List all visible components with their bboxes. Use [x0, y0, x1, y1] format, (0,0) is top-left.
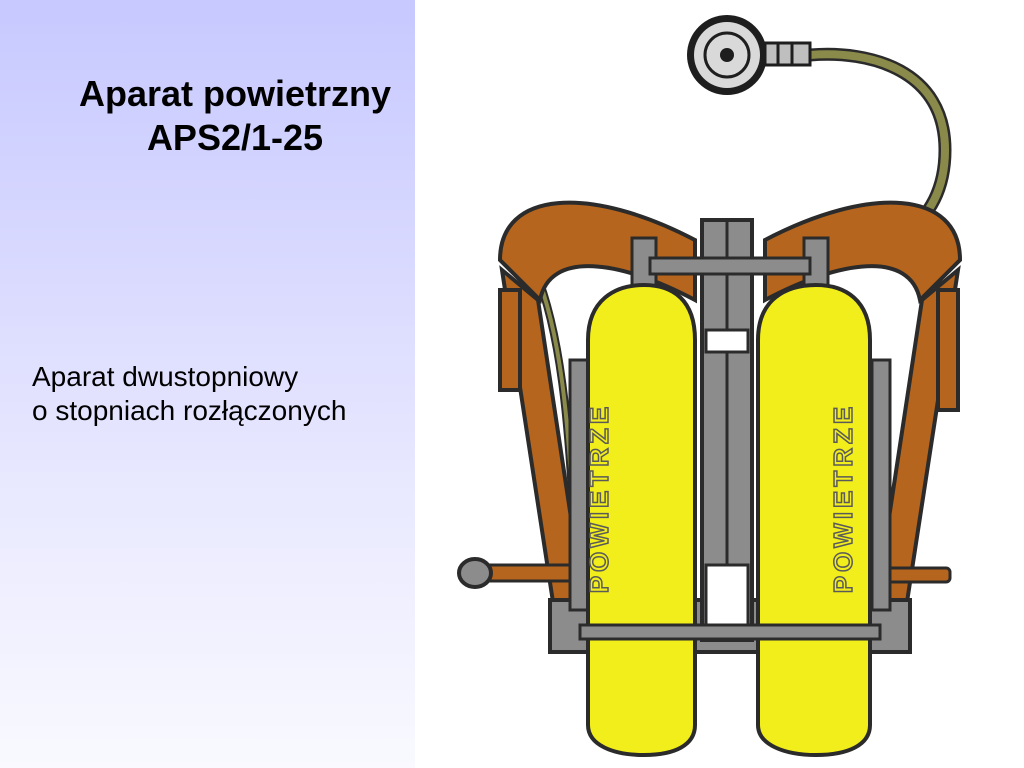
slide-title-line-1: Aparat powietrzny: [78, 73, 392, 114]
breathing-apparatus-illustration: POWIETRZE POWIETRZE: [440, 0, 1024, 768]
waist-buckles: [457, 557, 952, 589]
slide-title-line-2: APS2/1-25: [146, 117, 324, 158]
left-cylinder-label: POWIETRZE: [584, 403, 614, 594]
slide-left-panel: [0, 0, 415, 768]
slide-body-text: Aparat dwustopniowy o stopniach rozłączo…: [32, 360, 422, 428]
slide-title: Aparat powietrzny APS2/1-25: [40, 72, 430, 160]
breathing-apparatus-drawing: POWIETRZE POWIETRZE: [457, 15, 963, 758]
pressure-gauge: [687, 15, 812, 95]
right-cylinder-label: POWIETRZE: [828, 403, 858, 594]
pressure-reducer-column: [648, 218, 812, 642]
body-text-line-1: Aparat dwustopniowy: [32, 361, 299, 392]
cylinder-bands: [578, 623, 882, 641]
body-text-line-2: o stopniach rozłączonych: [32, 395, 347, 426]
